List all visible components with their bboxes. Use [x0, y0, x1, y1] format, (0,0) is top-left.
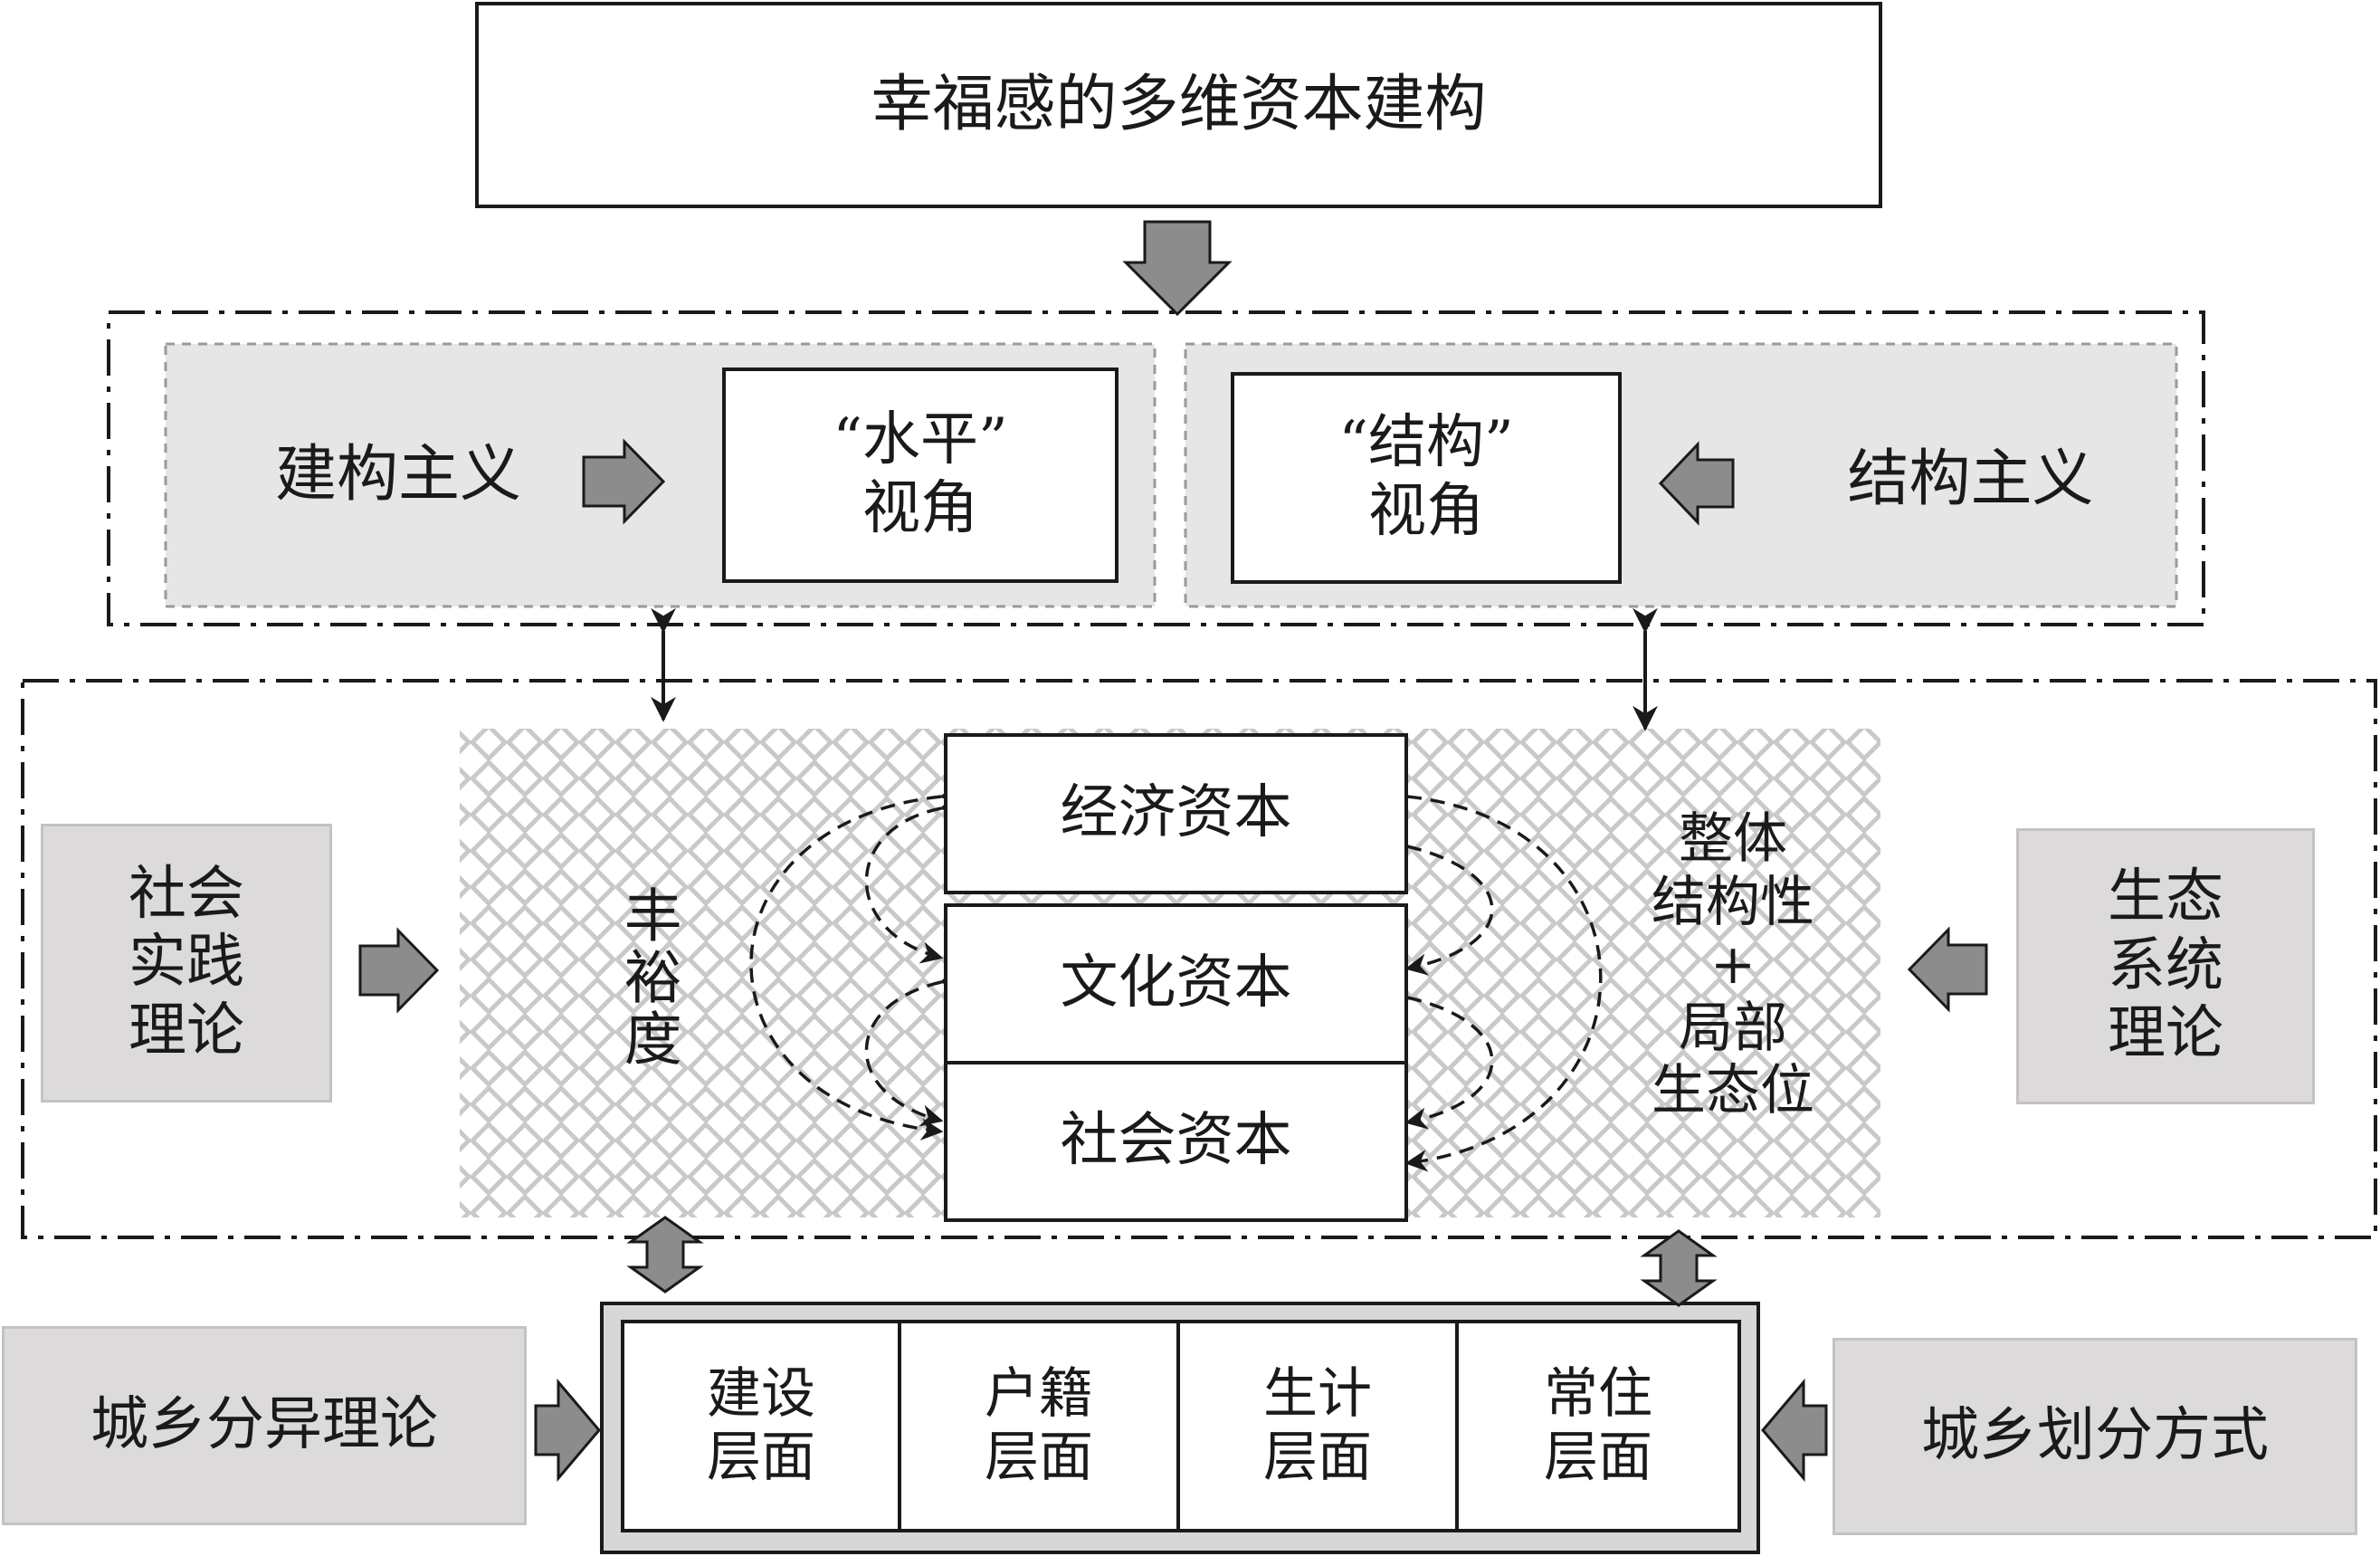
economic-capital-text: 经济资本 [1060, 779, 1292, 847]
down-arrow-icon [1122, 220, 1233, 317]
dashed-curve-upper-left [864, 793, 964, 964]
structure-niche-line1: 整体 [1679, 807, 1787, 872]
ecosystem-line3: 理论 [2108, 1000, 2223, 1068]
constructivism-text: 建构主义 [274, 438, 521, 511]
social-capital-box: 社会资本 [944, 1061, 1408, 1222]
urban-rural-differentiation-text: 城乡分异理论 [90, 1391, 438, 1459]
household-registration-level-box: 户籍 层面 [898, 1320, 1180, 1532]
structural-view-box: “结构” 视角 [1231, 372, 1622, 584]
livelihood-level-box: 生计 层面 [1176, 1320, 1459, 1532]
construction-level-line1: 建设 [707, 1361, 815, 1426]
ecosystem-line1: 生态 [2108, 864, 2223, 931]
urban-rural-differentiation-box: 城乡分异理论 [2, 1326, 527, 1525]
horizontal-view-line2: 视角 [862, 475, 978, 542]
capital-frame [21, 679, 2377, 1239]
household-level-line1: 户籍 [985, 1361, 1093, 1426]
social-practice-line3: 理论 [129, 997, 244, 1064]
right-arrow-icon [582, 438, 666, 525]
economic-capital-box: 经济资本 [944, 733, 1408, 894]
richness-text: 丰裕度 [614, 885, 681, 1070]
social-practice-theory-box: 社会 实践 理论 [41, 824, 332, 1103]
livelihood-level-line1: 生计 [1263, 1361, 1372, 1426]
urban-rural-division-text: 城乡划分方式 [1921, 1402, 2269, 1470]
left-arrow-icon [1658, 441, 1735, 526]
structure-niche-line3: 局部 [1679, 996, 1787, 1060]
dashed-curve-outer-left [749, 783, 963, 1141]
richness-label: 丰裕度 [602, 869, 692, 1086]
household-level-line2: 层面 [985, 1425, 1093, 1489]
residence-level-line1: 常住 [1544, 1361, 1652, 1426]
right-arrow-icon [358, 927, 440, 1014]
left-arrow-icon [1761, 1378, 1828, 1483]
title: 幸福感的多维资本建构 [871, 68, 1487, 140]
structure-niche-label: 整体 结构性 + 局部 生态位 [1611, 798, 1855, 1133]
dashed-curve-lower-left [864, 967, 964, 1127]
urban-rural-division-box: 城乡划分方式 [1833, 1338, 2357, 1535]
thick-double-arrow-right-icon [1640, 1229, 1718, 1307]
social-practice-line1: 社会 [129, 860, 244, 928]
dashed-curve-outer-right [1385, 783, 1603, 1172]
structure-niche-line2: 结构性 [1652, 870, 1814, 934]
perspective-frame [107, 310, 2205, 626]
right-arrow-icon [534, 1378, 601, 1483]
horizontal-view-box: “水平” 视角 [722, 368, 1119, 583]
livelihood-level-line2: 层面 [1263, 1425, 1372, 1489]
structural-view-line2: 视角 [1368, 478, 1484, 545]
residence-level-box: 常住 层面 [1455, 1320, 1741, 1532]
cultural-capital-box: 文化资本 [944, 903, 1408, 1064]
social-capital-text: 社会资本 [1060, 1107, 1292, 1175]
social-practice-line2: 实践 [129, 929, 244, 997]
ecosystem-theory-box: 生态 系统 理论 [2016, 828, 2315, 1104]
structural-view-line1: “结构” [1338, 409, 1514, 477]
cultural-capital-text: 文化资本 [1060, 950, 1292, 1017]
horizontal-view-line1: “水平” [833, 406, 1008, 474]
constructivism-label: 建构主义 [244, 425, 552, 525]
left-arrow-icon [1907, 926, 1988, 1013]
title-box: 幸福感的多维资本建构 [475, 2, 1882, 208]
structure-niche-line4: 生态位 [1652, 1059, 1814, 1123]
thick-double-arrow-left-icon [626, 1216, 704, 1293]
construction-level-line2: 层面 [707, 1425, 815, 1489]
construction-level-box: 建设 层面 [621, 1320, 901, 1532]
structuralism-label: 结构主义 [1810, 430, 2131, 530]
residence-level-line2: 层面 [1544, 1425, 1652, 1489]
structure-niche-plus: + [1709, 933, 1756, 998]
structuralism-text: 结构主义 [1847, 443, 2094, 515]
ecosystem-line2: 系统 [2108, 931, 2223, 999]
